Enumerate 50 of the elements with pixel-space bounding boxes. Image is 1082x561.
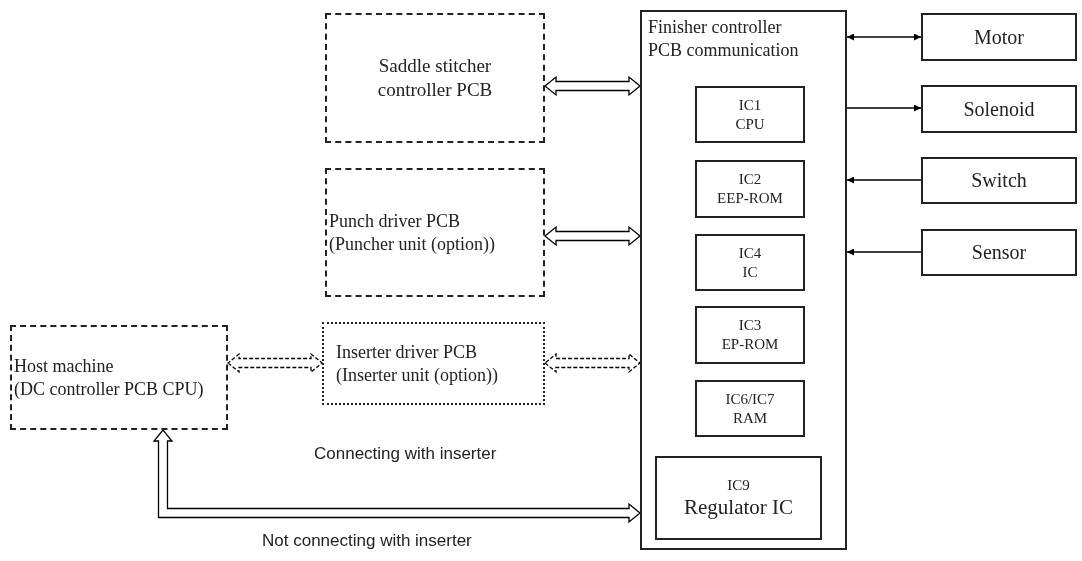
box-title: Inserter driver PCB bbox=[336, 341, 478, 364]
double-arrow bbox=[543, 75, 642, 97]
box-title: IC9 bbox=[726, 475, 751, 495]
dashed-double-arrow bbox=[226, 352, 324, 374]
arrow bbox=[846, 104, 922, 112]
box-subtitle: EEP-ROM bbox=[716, 189, 784, 208]
device-box bbox=[921, 157, 1077, 204]
box-title: Sensor bbox=[970, 240, 1028, 265]
box-title: Finisher controller PCB communication bbox=[648, 16, 800, 61]
chip-box bbox=[695, 86, 805, 143]
box-subtitle: IC bbox=[741, 262, 759, 282]
device-box bbox=[921, 229, 1077, 276]
controller-box bbox=[325, 168, 545, 297]
box-title: Switch bbox=[970, 168, 1028, 193]
dashed-double-arrow bbox=[543, 352, 642, 374]
edge-label: Not connecting with inserter bbox=[260, 531, 474, 551]
host-box bbox=[10, 325, 228, 430]
controller-box bbox=[325, 13, 545, 143]
chip-box bbox=[695, 234, 805, 291]
box-subtitle: EP-ROM bbox=[720, 335, 780, 354]
double-arrow bbox=[543, 225, 642, 247]
double-arrow bbox=[152, 428, 642, 524]
controller-box bbox=[322, 322, 545, 405]
device-box bbox=[921, 13, 1077, 61]
arrow bbox=[846, 248, 922, 256]
chip-box bbox=[695, 306, 805, 364]
box-subtitle: RAM bbox=[731, 408, 769, 428]
chip-box bbox=[695, 160, 805, 218]
chip-box bbox=[695, 380, 805, 437]
box-title: Punch driver PCB bbox=[329, 210, 461, 233]
box-title: Solenoid bbox=[962, 96, 1036, 122]
box-title: Saddle stitcher controller PCB bbox=[376, 54, 494, 102]
box-title: IC2 bbox=[737, 170, 763, 189]
box-title: Host machine bbox=[14, 355, 115, 378]
box-subtitle: (Puncher unit (option)) bbox=[329, 232, 496, 255]
route-note: Connecting with inserter bbox=[312, 444, 499, 464]
arrow bbox=[846, 33, 922, 41]
controller-board-box bbox=[640, 10, 847, 550]
box-title: IC6/IC7 bbox=[724, 389, 776, 409]
box-title: IC4 bbox=[737, 243, 763, 263]
device-box bbox=[921, 85, 1077, 133]
box-subtitle: (DC controller PCB CPU) bbox=[14, 377, 205, 400]
box-subtitle: (Inserter unit (option)) bbox=[336, 363, 499, 386]
box-title: Motor bbox=[973, 24, 1025, 50]
box-subtitle: CPU bbox=[734, 114, 766, 134]
box-subtitle: Regulator IC bbox=[682, 494, 795, 521]
box-title: IC3 bbox=[737, 316, 763, 335]
regulator-box bbox=[655, 456, 822, 540]
box-title: IC1 bbox=[737, 95, 763, 115]
arrow bbox=[846, 176, 922, 184]
